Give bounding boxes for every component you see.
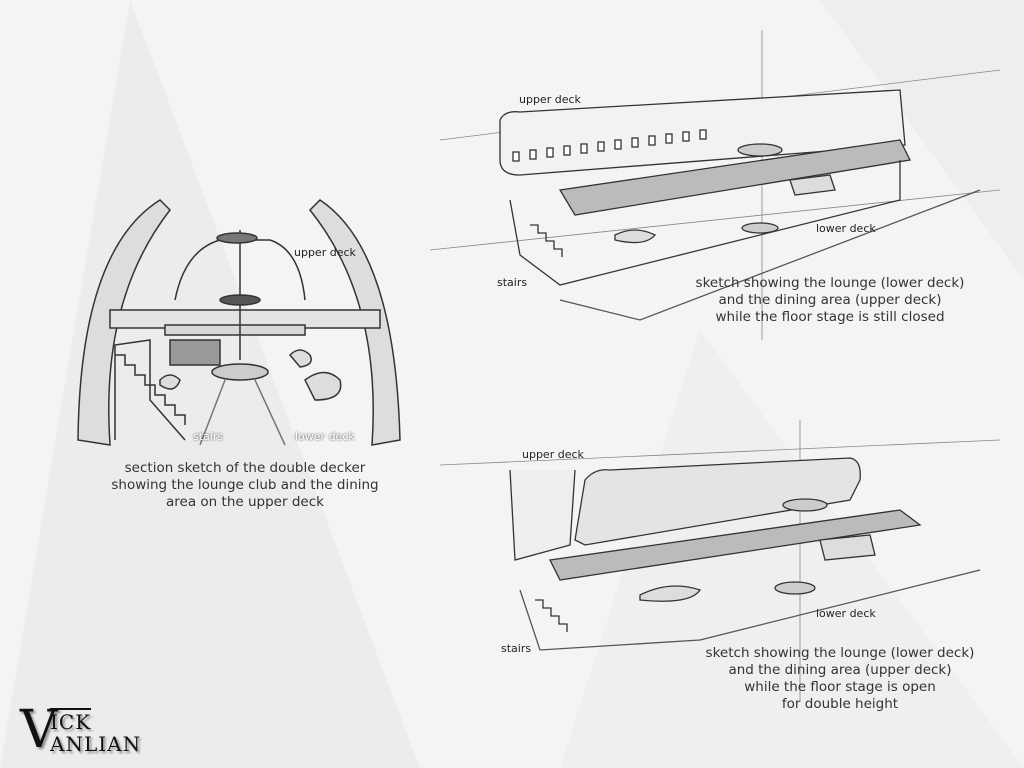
open-lower-deck-label: lower deck: [816, 607, 876, 620]
caption-line: for double height: [781, 696, 899, 712]
caption-line: while the floor stage is open: [744, 679, 936, 695]
logo-line-1: ICK: [50, 708, 92, 734]
caption-line: showing the lounge club and the dining: [111, 477, 379, 493]
caption-line: and the dining area (upper deck): [728, 662, 952, 678]
caption-line: sketch showing the lounge (lower deck): [695, 275, 965, 291]
logo-initial: V: [20, 700, 58, 760]
caption-line: sketch showing the lounge (lower deck): [705, 645, 975, 661]
open-stairs-label: stairs: [501, 642, 532, 655]
caption-line: area on the upper deck: [166, 494, 324, 510]
section-lower-deck-label: lower deck: [295, 430, 355, 443]
caption-line: while the floor stage is still closed: [715, 309, 945, 325]
closed-stairs-label: stairs: [497, 276, 528, 289]
open-upper-deck-label: upper deck: [522, 448, 584, 461]
section-stairs-label: stairs: [193, 430, 224, 443]
caption-line: section sketch of the double decker: [124, 460, 366, 476]
closed-lower-deck-label: lower deck: [816, 222, 876, 235]
section-sketch-caption: section sketch of the double decker show…: [90, 460, 400, 511]
caption-line: and the dining area (upper deck): [718, 292, 942, 308]
closed-sketch-caption: sketch showing the lounge (lower deck) a…: [685, 275, 975, 326]
logo-line-2: ANLIAN: [50, 732, 142, 756]
open-sketch-caption: sketch showing the lounge (lower deck) a…: [695, 645, 985, 713]
section-upper-deck-label: upper deck: [294, 246, 356, 259]
closed-upper-deck-label: upper deck: [519, 93, 581, 106]
